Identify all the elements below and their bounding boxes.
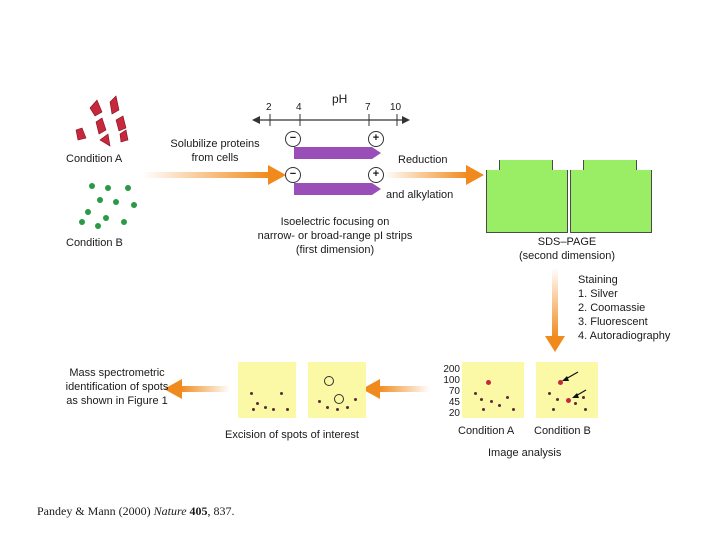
mw-scale: 200 100 70 45 20 <box>443 364 460 419</box>
gel-spot <box>506 396 509 399</box>
sds-page-label: SDS–PAGE (second dimension) <box>519 236 615 262</box>
arrow-staining <box>545 268 565 352</box>
gel-spot <box>264 406 267 409</box>
gel-spot <box>574 402 577 405</box>
arrow-excision <box>362 379 430 399</box>
gel-spot <box>486 380 491 385</box>
citation: Pandey & Mann (2000) Nature 405, 837. <box>37 504 235 518</box>
gel-spot <box>582 396 585 399</box>
condition-b-label: Condition B <box>66 237 123 249</box>
gel-condition-b-label: Condition B <box>534 425 591 437</box>
gel-spot <box>354 398 357 401</box>
excised-spot-icon <box>334 394 344 404</box>
gel-spot <box>566 398 571 403</box>
ph-tick-label: 2 <box>266 102 272 113</box>
condition-a-label: Condition A <box>66 153 123 165</box>
gel-spot <box>498 404 501 407</box>
condition-b-cells-icon <box>79 183 137 229</box>
gel-spot <box>346 406 349 409</box>
gel-spot <box>256 402 259 405</box>
gel-spot <box>252 408 255 411</box>
plus-electrode-icon: + <box>368 131 384 147</box>
gel-spot <box>490 400 493 403</box>
gel-spot <box>584 408 587 411</box>
sds-gel-a-body <box>486 170 568 233</box>
gel-spot <box>552 408 555 411</box>
ief-label: Isoelectric focusing on narrow- or broad… <box>257 216 413 256</box>
excision-panel-a <box>238 362 296 418</box>
arrow-mass-spec <box>164 379 230 399</box>
gel-spot <box>272 408 275 411</box>
ph-tick-label: 7 <box>365 102 371 113</box>
minus-electrode-icon: − <box>285 167 301 183</box>
ph-tick-label: 10 <box>390 102 402 113</box>
stained-gel-a <box>462 362 524 418</box>
gel-spot <box>480 398 483 401</box>
arrow-solubilize <box>142 165 286 185</box>
ph-scale-line <box>252 114 410 126</box>
gel-spot <box>336 408 339 411</box>
excision-panel-b <box>308 362 366 418</box>
gel-spot <box>558 380 563 385</box>
gel-spot <box>286 408 289 411</box>
gel-spot <box>318 400 321 403</box>
minus-electrode-icon: − <box>285 131 301 147</box>
sds-gel-b-body <box>570 170 652 233</box>
gel-spot <box>548 392 551 395</box>
gel-spot <box>556 398 559 401</box>
arrow-reduction <box>384 165 484 185</box>
plus-electrode-icon: + <box>368 167 384 183</box>
condition-a-cells-icon <box>75 95 129 147</box>
solubilize-label: Solubilize proteins from cells <box>170 138 260 164</box>
excised-spot-icon <box>324 376 334 386</box>
ph-tick-label: 4 <box>296 102 302 113</box>
reduction-label: Reduction <box>398 154 448 166</box>
ief-strip-tip <box>372 183 381 195</box>
gel-spot <box>482 408 485 411</box>
ief-strip <box>294 147 372 159</box>
mass-spec-label: Mass spectrometric identification of spo… <box>65 367 169 407</box>
image-analysis-label: Image analysis <box>488 447 562 459</box>
stained-gel-b <box>536 362 598 418</box>
gel-spot <box>250 392 253 395</box>
staining-label: Staining 1. Silver 2. Coomassie 3. Fluor… <box>578 274 671 342</box>
gel-condition-a-label: Condition A <box>458 425 515 437</box>
gel-spot <box>512 408 515 411</box>
ph-title: pH <box>332 92 348 106</box>
ief-strip-tip <box>372 147 381 159</box>
gel-spot <box>280 392 283 395</box>
gel-spot <box>474 392 477 395</box>
alkylation-label: and alkylation <box>386 189 454 201</box>
difference-arrows-icon <box>562 371 587 398</box>
ief-strip <box>294 183 372 195</box>
gel-spot <box>326 406 329 409</box>
excision-label: Excision of spots of interest <box>225 429 359 441</box>
